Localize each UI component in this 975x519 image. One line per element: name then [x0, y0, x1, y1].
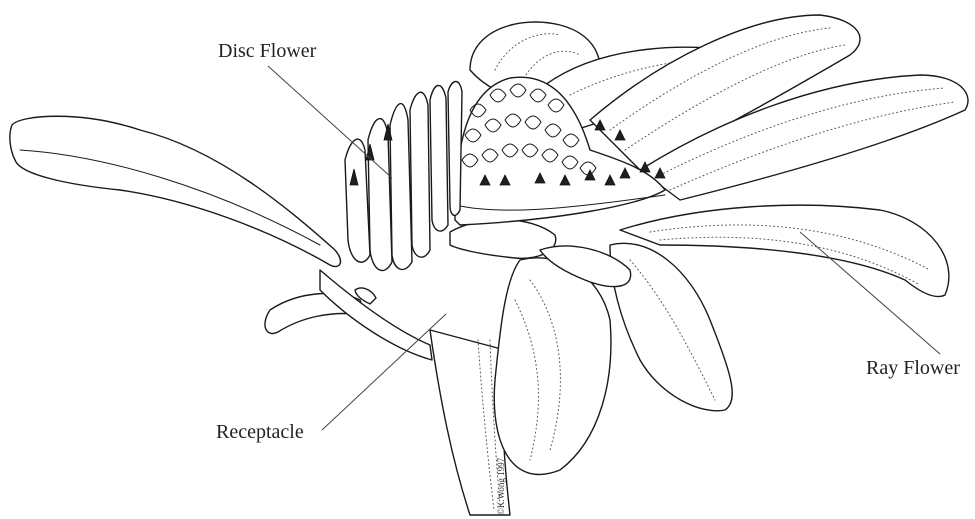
disc-flower-label: Disc Flower [218, 41, 316, 61]
ray-petals-front [450, 205, 949, 474]
artist-signature: ©K.Wong 1997 [496, 458, 506, 515]
ray-flower-label: Ray Flower [866, 358, 960, 378]
disc-flower-leader [268, 66, 392, 178]
cut-section-florets [345, 82, 462, 305]
receptacle-label: Receptacle [216, 422, 304, 442]
